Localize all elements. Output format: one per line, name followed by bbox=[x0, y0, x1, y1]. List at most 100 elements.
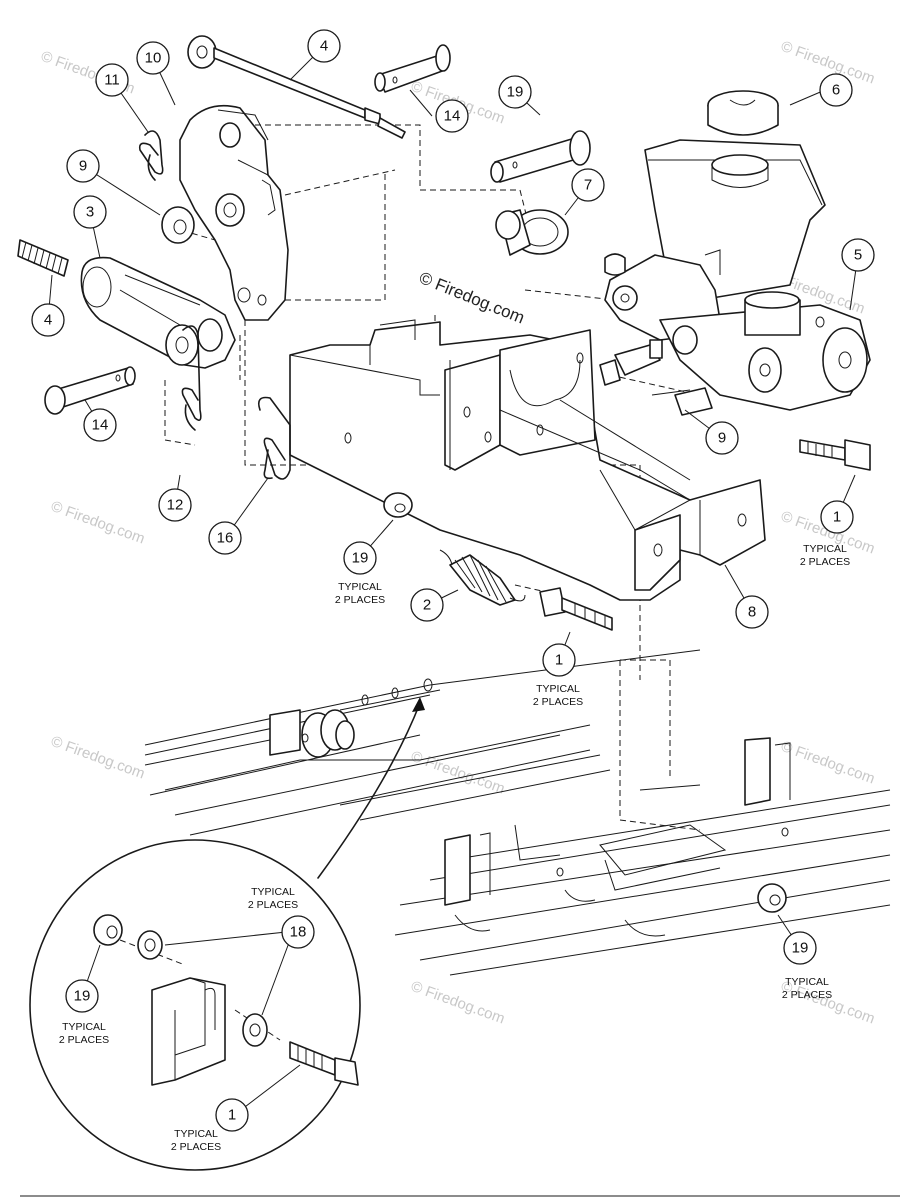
clevis bbox=[80, 256, 236, 369]
bolt-middle bbox=[539, 587, 613, 631]
callout-2: 2 bbox=[410, 588, 444, 622]
svg-text:1: 1 bbox=[833, 509, 841, 526]
master-cylinder bbox=[604, 90, 871, 411]
callout-6: 4 bbox=[307, 29, 341, 63]
note-typical: TYPICAL 2 PLACES bbox=[248, 886, 298, 911]
watermark: © Firedog.com bbox=[409, 748, 507, 798]
svg-text:19: 19 bbox=[792, 940, 809, 957]
callout-7: 9 bbox=[705, 421, 739, 455]
note-typical-text: TYPICAL bbox=[785, 976, 829, 988]
callout-17: 19 bbox=[498, 75, 532, 109]
clevis-pin bbox=[374, 44, 451, 93]
callout-16: 16 bbox=[208, 521, 242, 555]
svg-text:14: 14 bbox=[92, 417, 109, 434]
callout-19: 19 bbox=[343, 541, 377, 575]
note-typical: TYPICAL 2 PLACES bbox=[171, 1128, 221, 1153]
hairpin-clip bbox=[181, 325, 202, 431]
nut bbox=[383, 492, 413, 518]
svg-text:6: 6 bbox=[832, 82, 840, 99]
svg-text:16: 16 bbox=[217, 530, 234, 547]
svg-text:4: 4 bbox=[44, 312, 52, 329]
svg-text:7: 7 bbox=[584, 177, 592, 194]
svg-text:19: 19 bbox=[352, 550, 369, 567]
nut bbox=[757, 883, 787, 913]
svg-text:5: 5 bbox=[854, 247, 862, 264]
svg-text:9: 9 bbox=[718, 430, 726, 447]
callout-3: 3 bbox=[73, 195, 107, 229]
svg-text:11: 11 bbox=[104, 72, 120, 89]
svg-text:18: 18 bbox=[290, 924, 307, 941]
pedal-lever bbox=[179, 104, 289, 321]
note-typical-text: TYPICAL bbox=[62, 1021, 106, 1033]
svg-text:14: 14 bbox=[444, 108, 461, 125]
return-spring bbox=[439, 549, 526, 606]
callout-9: 7 bbox=[571, 168, 605, 202]
note-typical: TYPICAL 2 PLACES bbox=[335, 581, 385, 606]
watermark: © Firedog.com bbox=[779, 738, 877, 788]
svg-text:10: 10 bbox=[145, 50, 162, 67]
callout-1: 1 bbox=[215, 1098, 249, 1132]
callout-1: 1 bbox=[820, 500, 854, 534]
svg-text:12: 12 bbox=[167, 497, 184, 514]
callout-4: 4 bbox=[31, 303, 65, 337]
note-typical: TYPICAL 2 PLACES bbox=[533, 683, 583, 708]
svg-text:19: 19 bbox=[74, 988, 91, 1005]
svg-text:4: 4 bbox=[320, 38, 328, 55]
note-typical: TYPICAL 2 PLACES bbox=[800, 543, 850, 568]
callout-11: 9 bbox=[66, 149, 100, 183]
watermark: © Firedog.com bbox=[409, 978, 507, 1028]
clevis-pin bbox=[490, 130, 591, 183]
svg-text:19: 19 bbox=[507, 84, 524, 101]
threaded-rod bbox=[17, 239, 69, 277]
arrow-head bbox=[412, 697, 425, 712]
note-places-text: 2 PLACES bbox=[171, 1141, 221, 1153]
hairpin-clip bbox=[138, 130, 164, 181]
note-typical: TYPICAL 2 PLACES bbox=[782, 976, 832, 1001]
note-typical-text: TYPICAL bbox=[338, 581, 382, 593]
bushing bbox=[161, 206, 195, 244]
svg-text:9: 9 bbox=[79, 158, 87, 175]
callout-1: 1 bbox=[542, 643, 576, 677]
boot bbox=[495, 209, 569, 256]
bolt-right bbox=[799, 439, 871, 471]
svg-text:8: 8 bbox=[748, 604, 756, 621]
detail-inset bbox=[29, 839, 361, 1171]
svg-text:1: 1 bbox=[555, 652, 563, 669]
pressure-switch bbox=[599, 339, 713, 416]
mounting-bracket bbox=[289, 319, 766, 601]
watermark: © Firedog.com bbox=[49, 733, 147, 783]
callout-19: 19 bbox=[65, 979, 99, 1013]
callout-13: 12 bbox=[158, 488, 192, 522]
note-typical-text: TYPICAL bbox=[251, 886, 295, 898]
note-places-text: 2 PLACES bbox=[335, 594, 385, 606]
clevis-pin bbox=[44, 366, 136, 415]
svg-text:3: 3 bbox=[86, 204, 94, 221]
callout-12: 10 bbox=[136, 41, 170, 75]
callout-18: 18 bbox=[281, 915, 315, 949]
note-typical-text: TYPICAL bbox=[536, 683, 580, 695]
callout-14: 14 bbox=[435, 99, 469, 133]
watermark-main: © Firedog.com bbox=[417, 268, 528, 327]
alignment-lines bbox=[162, 124, 701, 831]
callout-5: 5 bbox=[841, 238, 875, 272]
callout-13: 11 bbox=[95, 63, 129, 97]
detail-arrow bbox=[317, 702, 421, 879]
callout-14: 14 bbox=[83, 408, 117, 442]
callout-8: 6 bbox=[819, 73, 853, 107]
spring-clip bbox=[257, 396, 291, 480]
push-rod bbox=[187, 35, 406, 139]
note-places-text: 2 PLACES bbox=[800, 556, 850, 568]
callout-10: 8 bbox=[735, 595, 769, 629]
vehicle-frame bbox=[144, 649, 891, 976]
note-places-text: 2 PLACES bbox=[59, 1034, 109, 1046]
note-typical-text: TYPICAL bbox=[803, 543, 847, 555]
note-places-text: 2 PLACES bbox=[782, 989, 832, 1001]
callout-19: 19 bbox=[783, 931, 817, 965]
note-typical: TYPICAL 2 PLACES bbox=[59, 1021, 109, 1046]
note-places-text: 2 PLACES bbox=[533, 696, 583, 708]
note-typical-text: TYPICAL bbox=[174, 1128, 218, 1140]
note-places-text: 2 PLACES bbox=[248, 899, 298, 911]
watermark: © Firedog.com bbox=[49, 498, 147, 548]
svg-text:1: 1 bbox=[228, 1107, 236, 1124]
